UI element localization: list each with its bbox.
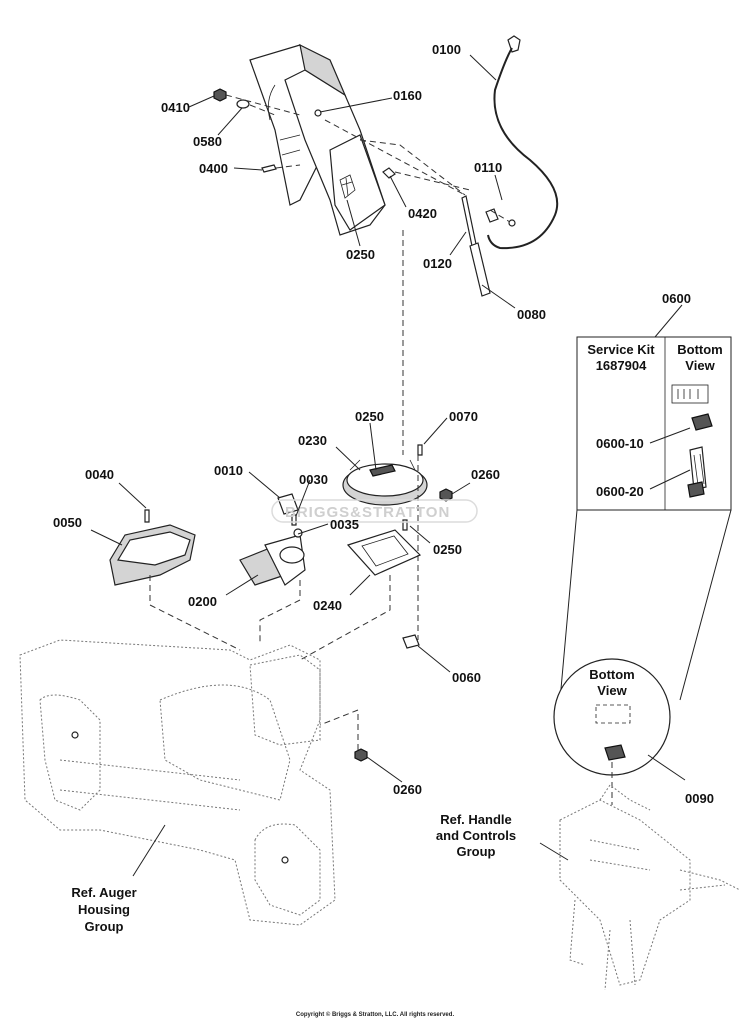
callout-0100: 0100 xyxy=(432,42,461,57)
callout-labels: 0100 0410 0160 0580 0400 0110 0420 0250 … xyxy=(53,42,714,806)
reference-labels: Ref. Handle and Controls Group Ref. Auge… xyxy=(71,812,516,934)
ref-auger-line3: Group xyxy=(85,919,124,934)
service-kit-number: 1687904 xyxy=(596,358,647,373)
callout-0200: 0200 xyxy=(188,594,217,609)
callout-0110: 0110 xyxy=(474,160,502,175)
callout-0120: 0120 xyxy=(423,256,452,271)
pin-and-rod xyxy=(461,195,491,297)
detail-view-label: View xyxy=(597,683,627,698)
callout-0035: 0035 xyxy=(330,517,359,532)
handle-controls-ref xyxy=(559,784,741,991)
detail-circle xyxy=(553,658,671,805)
detail-bottom-label: Bottom xyxy=(589,667,635,682)
callout-0240: 0240 xyxy=(313,598,342,613)
auger-housing-ref xyxy=(19,639,336,926)
callout-0600-10: 0600-10 xyxy=(596,436,644,451)
callout-0250-ring: 0250 xyxy=(355,409,384,424)
callout-0250-plate: 0250 xyxy=(433,542,462,557)
callout-0010: 0010 xyxy=(214,463,243,478)
chute-deflector xyxy=(249,43,386,236)
watermark: BRIGGS&STRATTON xyxy=(271,499,478,523)
callout-0230: 0230 xyxy=(298,433,327,448)
copyright-notice: Copyright © Briggs & Stratton, LLC. All … xyxy=(296,1011,455,1018)
callout-0420: 0420 xyxy=(408,206,437,221)
detail-connector xyxy=(559,509,732,701)
small-fasteners xyxy=(354,444,453,762)
callout-0400: 0400 xyxy=(199,161,228,176)
control-cable xyxy=(485,35,559,250)
callout-0070: 0070 xyxy=(449,409,478,424)
chute-assembly-lines xyxy=(225,94,471,455)
callout-0250-chute: 0250 xyxy=(346,247,375,262)
kit-view-label: View xyxy=(685,358,715,373)
callout-0090: 0090 xyxy=(685,791,714,806)
callout-0580: 0580 xyxy=(193,134,222,149)
callout-0080: 0080 xyxy=(517,307,546,322)
center-assembly-lines xyxy=(149,455,419,750)
gasket-plate xyxy=(346,529,422,576)
motor-assembly xyxy=(239,493,306,586)
ref-auger-line1: Ref. Auger xyxy=(71,885,136,900)
service-kit-box xyxy=(576,336,732,511)
callout-0160: 0160 xyxy=(393,88,422,103)
ref-handle-line3: Group xyxy=(457,844,496,859)
callout-0260-top: 0260 xyxy=(471,467,500,482)
detail-circle-text: Bottom View xyxy=(589,667,635,698)
callout-0060: 0060 xyxy=(452,670,481,685)
leader-lines xyxy=(90,54,686,877)
callout-0260-bottom: 0260 xyxy=(393,782,422,797)
chute-hardware xyxy=(213,88,396,179)
callout-0410: 0410 xyxy=(161,100,190,115)
callout-0600: 0600 xyxy=(662,291,691,306)
callout-0600-20: 0600-20 xyxy=(596,484,644,499)
service-kit-label: Service Kit xyxy=(587,342,655,357)
ref-auger-line2: Housing xyxy=(78,902,130,917)
ref-handle-line1: Ref. Handle xyxy=(440,812,512,827)
ref-handle-line2: and Controls xyxy=(436,828,516,843)
callout-0050: 0050 xyxy=(53,515,82,530)
service-kit-text: Service Kit 1687904 Bottom View xyxy=(587,342,722,373)
callout-0030: 0030 xyxy=(299,472,328,487)
kit-bottom-label: Bottom xyxy=(677,342,723,357)
motor-cover xyxy=(109,509,196,586)
watermark-text: BRIGGS&STRATTON xyxy=(285,504,450,521)
swivel-ring xyxy=(342,459,428,506)
callout-0040: 0040 xyxy=(85,467,114,482)
